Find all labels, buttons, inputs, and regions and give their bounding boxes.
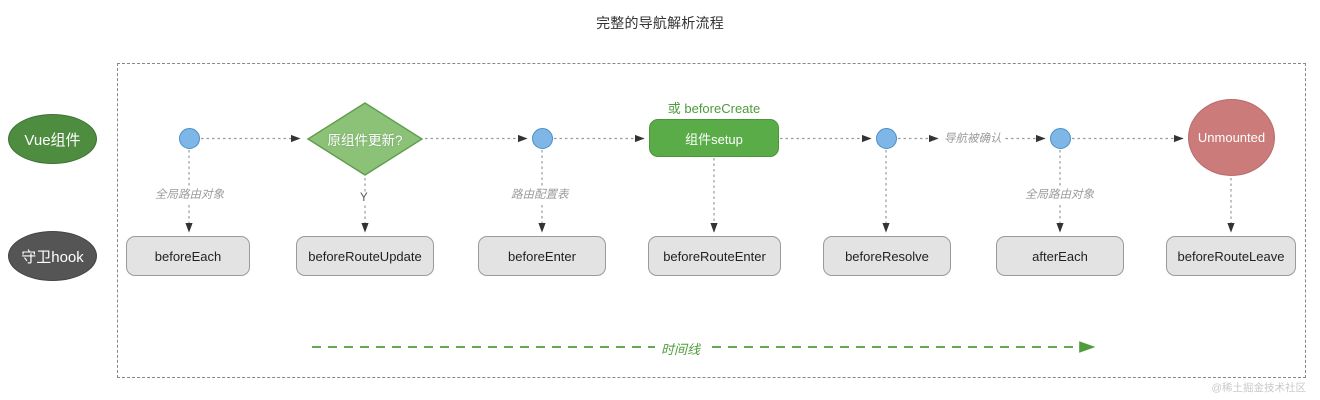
hook-box-before-enter[interactable]: beforeEnter <box>478 236 606 276</box>
lane-label-vue-component: Vue组件 <box>8 114 97 164</box>
flow-node-dot-3[interactable] <box>876 128 897 149</box>
page-title: 完整的导航解析流程 <box>596 15 724 31</box>
flow-node-unmounted-label: Unmounted <box>1197 130 1266 145</box>
hook-box-before-route-update[interactable]: beforeRouteUpdate <box>296 236 434 276</box>
lane-label-guard-hook-text: 守卫hook <box>21 248 84 266</box>
timeline-label: 时间线 <box>655 339 707 358</box>
hook-box-after-each-label: afterEach <box>1032 248 1088 264</box>
flow-node-decision-label: 原组件更新? <box>327 133 403 148</box>
hook-box-before-route-leave-label: beforeRouteLeave <box>1177 248 1285 264</box>
hook-box-before-each-label: beforeEach <box>154 248 222 264</box>
edge-label-global-router-2: 全局路由对象 <box>1022 186 1097 202</box>
hook-box-before-route-enter-label: beforeRouteEnter <box>663 248 766 264</box>
edge-label-global-router-1: 全局路由对象 <box>152 186 227 202</box>
hook-box-before-each[interactable]: beforeEach <box>126 236 250 276</box>
watermark: @稀土掘金技术社区 <box>1211 382 1306 394</box>
flow-node-setup-label: 组件setup <box>685 131 743 147</box>
hook-box-before-resolve-label: beforeResolve <box>845 248 929 264</box>
edge-label-route-config: 路由配置表 <box>508 186 572 202</box>
flow-node-start-dot[interactable] <box>179 128 200 149</box>
flow-node-unmounted[interactable]: Unmounted <box>1188 99 1275 176</box>
edge-label-branch-yes: Y <box>357 192 371 204</box>
edge-label-nav-confirmed: 导航被确认 <box>941 130 1005 146</box>
hook-box-before-route-leave[interactable]: beforeRouteLeave <box>1166 236 1296 276</box>
hook-box-before-route-update-label: beforeRouteUpdate <box>308 248 422 264</box>
setup-note-label: 或 beforeCreate <box>667 101 761 116</box>
lane-label-guard-hook: 守卫hook <box>8 231 97 281</box>
hook-box-after-each[interactable]: afterEach <box>996 236 1124 276</box>
flow-node-decision[interactable]: 原组件更新? <box>306 101 424 177</box>
flow-node-dot-4[interactable] <box>1050 128 1071 149</box>
hook-box-before-enter-label: beforeEnter <box>508 248 576 264</box>
flow-node-setup[interactable]: 组件setup <box>649 119 779 157</box>
flow-node-dot-2[interactable] <box>532 128 553 149</box>
diagram-frame <box>117 63 1306 378</box>
lane-label-vue-component-text: Vue组件 <box>24 131 81 149</box>
hook-box-before-route-enter[interactable]: beforeRouteEnter <box>648 236 781 276</box>
hook-box-before-resolve[interactable]: beforeResolve <box>823 236 951 276</box>
